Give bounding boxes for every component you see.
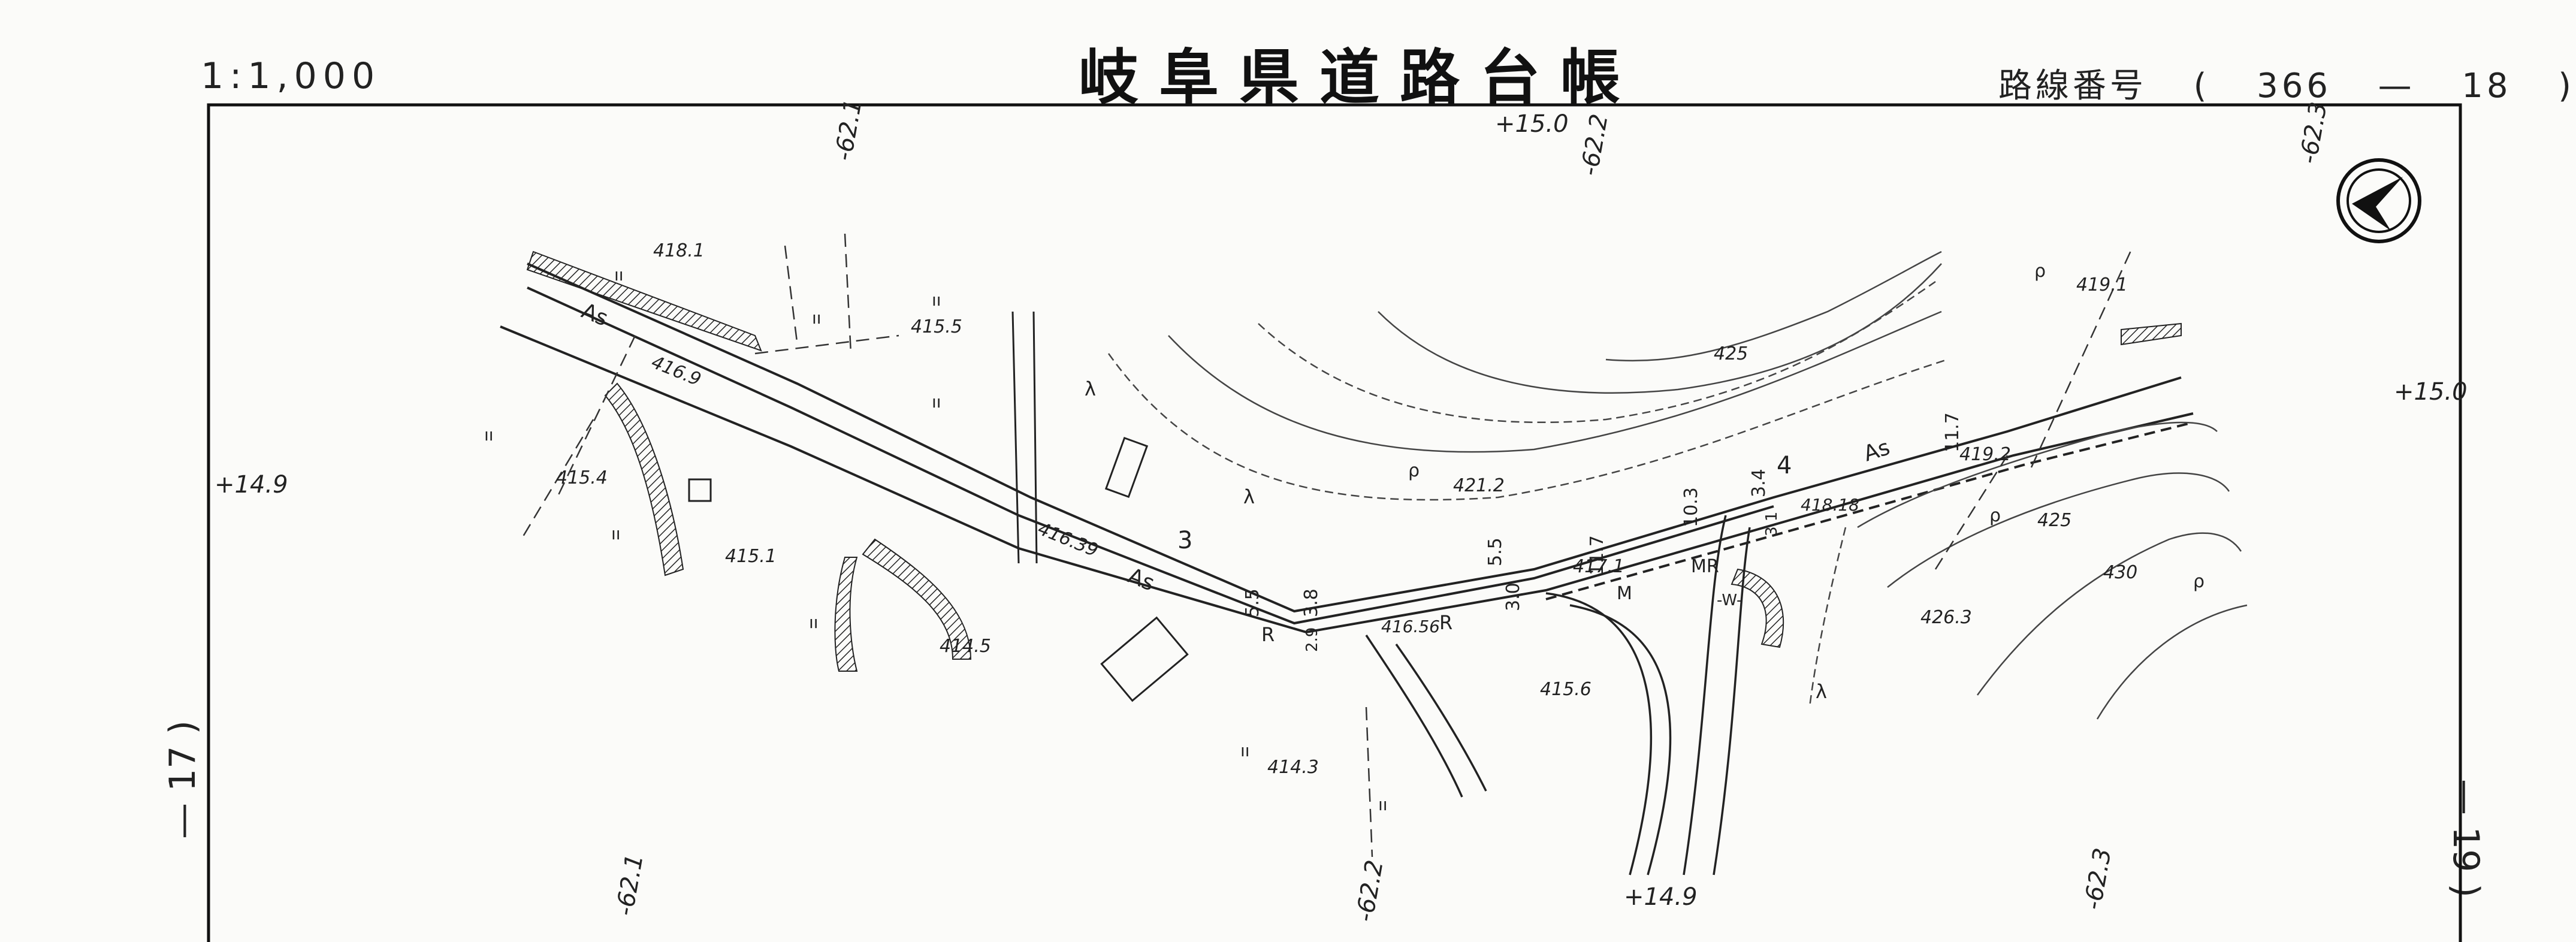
embankments	[526, 250, 2182, 672]
grid-label-top-2: +15.0	[1495, 110, 1569, 138]
spot-height: 416.56	[1381, 617, 1440, 636]
field-symbol: ıı	[932, 290, 941, 310]
grid-label-bottom-1: -62.1	[611, 852, 649, 918]
spot-height: 415.6	[1540, 679, 1591, 700]
spot-height: 416.9	[648, 352, 704, 391]
branch-roads	[1365, 515, 1751, 875]
north-arrow-icon	[2336, 158, 2421, 243]
grid-label-right-mid: +15.0	[2394, 378, 2468, 406]
tree-symbol: λ	[1816, 680, 1827, 703]
map-frame	[207, 103, 2462, 942]
road-width: 11.7	[1942, 412, 1963, 452]
route-number-label: 路線番号	[1998, 67, 2147, 105]
grid-label-bottom-2: -62.2	[1351, 858, 1389, 924]
contour-value: 430	[2103, 562, 2137, 583]
property-boundaries	[520, 233, 2134, 858]
road-width: 2.9	[1303, 627, 1321, 652]
route-number-main: 366	[2257, 67, 2332, 105]
tree-symbol: λ	[1243, 485, 1255, 508]
route-paren-open: (	[2193, 67, 2210, 105]
vegetation-symbol: ρ	[1989, 505, 2001, 526]
field-symbol: ıı	[1378, 795, 1388, 814]
contour-value: 425	[2037, 510, 2071, 531]
road-width: 5.5	[1485, 538, 1506, 566]
route-number-sub: 18	[2462, 67, 2512, 105]
road-label-w: -W-	[1717, 591, 1742, 609]
contour-value: 425	[1714, 343, 1748, 364]
spot-height: 415.1	[725, 546, 777, 567]
grid-label-top-4: -62.3	[2295, 100, 2333, 166]
spot-height: 418.18	[1801, 495, 1859, 515]
map-title: 岐阜県道路台帳	[1079, 43, 1641, 113]
field-symbol: ıı	[809, 612, 819, 632]
grid-label-top-1: -62.1	[830, 97, 868, 163]
road-width: 3.4	[1748, 469, 1769, 497]
field-symbol: ıı	[932, 392, 941, 412]
map-scale: 1:1,000	[201, 55, 381, 97]
spot-height: 421.2	[1453, 475, 1505, 496]
road-width: 10.3	[1681, 487, 1702, 527]
main-road	[500, 262, 2194, 634]
grid-label-bottom-3: +14.9	[1624, 883, 1698, 911]
field-symbol: ıı	[614, 265, 624, 285]
grid-label-bottom-4: -62.3	[2079, 846, 2117, 912]
road-label-mr: MR	[1691, 556, 1719, 577]
road-width: 3.8	[1301, 588, 1322, 617]
spot-height: 419.2	[1959, 444, 2011, 465]
route-paren-close: )	[2558, 67, 2575, 105]
vegetation-symbol: ρ	[1408, 460, 1420, 481]
route-number-dash: —	[2378, 67, 2415, 105]
road-label-r: R	[1261, 623, 1275, 646]
road-width: 5.5	[1242, 588, 1263, 617]
road-label-r: R	[1439, 611, 1452, 634]
spot-height: 418.1	[653, 240, 705, 261]
grid-label-top-3: -62.2	[1576, 112, 1614, 178]
vegetation-symbol: ρ	[2034, 261, 2046, 282]
tree-symbol: λ	[1085, 378, 1096, 400]
spot-height: 414.3	[1267, 757, 1319, 778]
road-surface-label: As	[1861, 435, 1893, 466]
road-width: 3.0	[1503, 582, 1524, 611]
contour-lines	[1107, 250, 2248, 720]
field-symbol: ıı	[812, 308, 822, 328]
road-width: 11.7	[1587, 535, 1608, 575]
field-symbol: ıı	[611, 524, 621, 544]
road-width: 3.1	[1763, 512, 1781, 536]
field-symbol: ıı	[484, 425, 494, 445]
spot-height: 415.4	[556, 467, 608, 488]
road-number: 3	[1177, 527, 1192, 554]
vegetation-symbol: ρ	[2193, 571, 2204, 592]
structures	[688, 311, 1189, 702]
spot-height: 414.5	[940, 636, 991, 657]
road-surface-label: As	[578, 298, 612, 331]
field-symbol: ıı	[1240, 741, 1250, 760]
grid-label-left-mid: +14.9	[215, 471, 288, 499]
spot-height: 417.1	[1573, 556, 1624, 577]
road-label-m: M	[1617, 583, 1632, 604]
road-number: 4	[1777, 452, 1792, 479]
route-number: 路線番号 ( 366 — 18 )	[1998, 59, 2575, 107]
spot-height: 419.1	[2076, 274, 2128, 295]
land-use-symbols: ıı ıı ıı ıı ıı ıı ıı ıı ıı ρ ρ ρ ρ λ λ λ	[484, 261, 2204, 814]
spot-height: 426.3	[1920, 607, 1972, 628]
spot-height: 415.5	[911, 316, 962, 337]
